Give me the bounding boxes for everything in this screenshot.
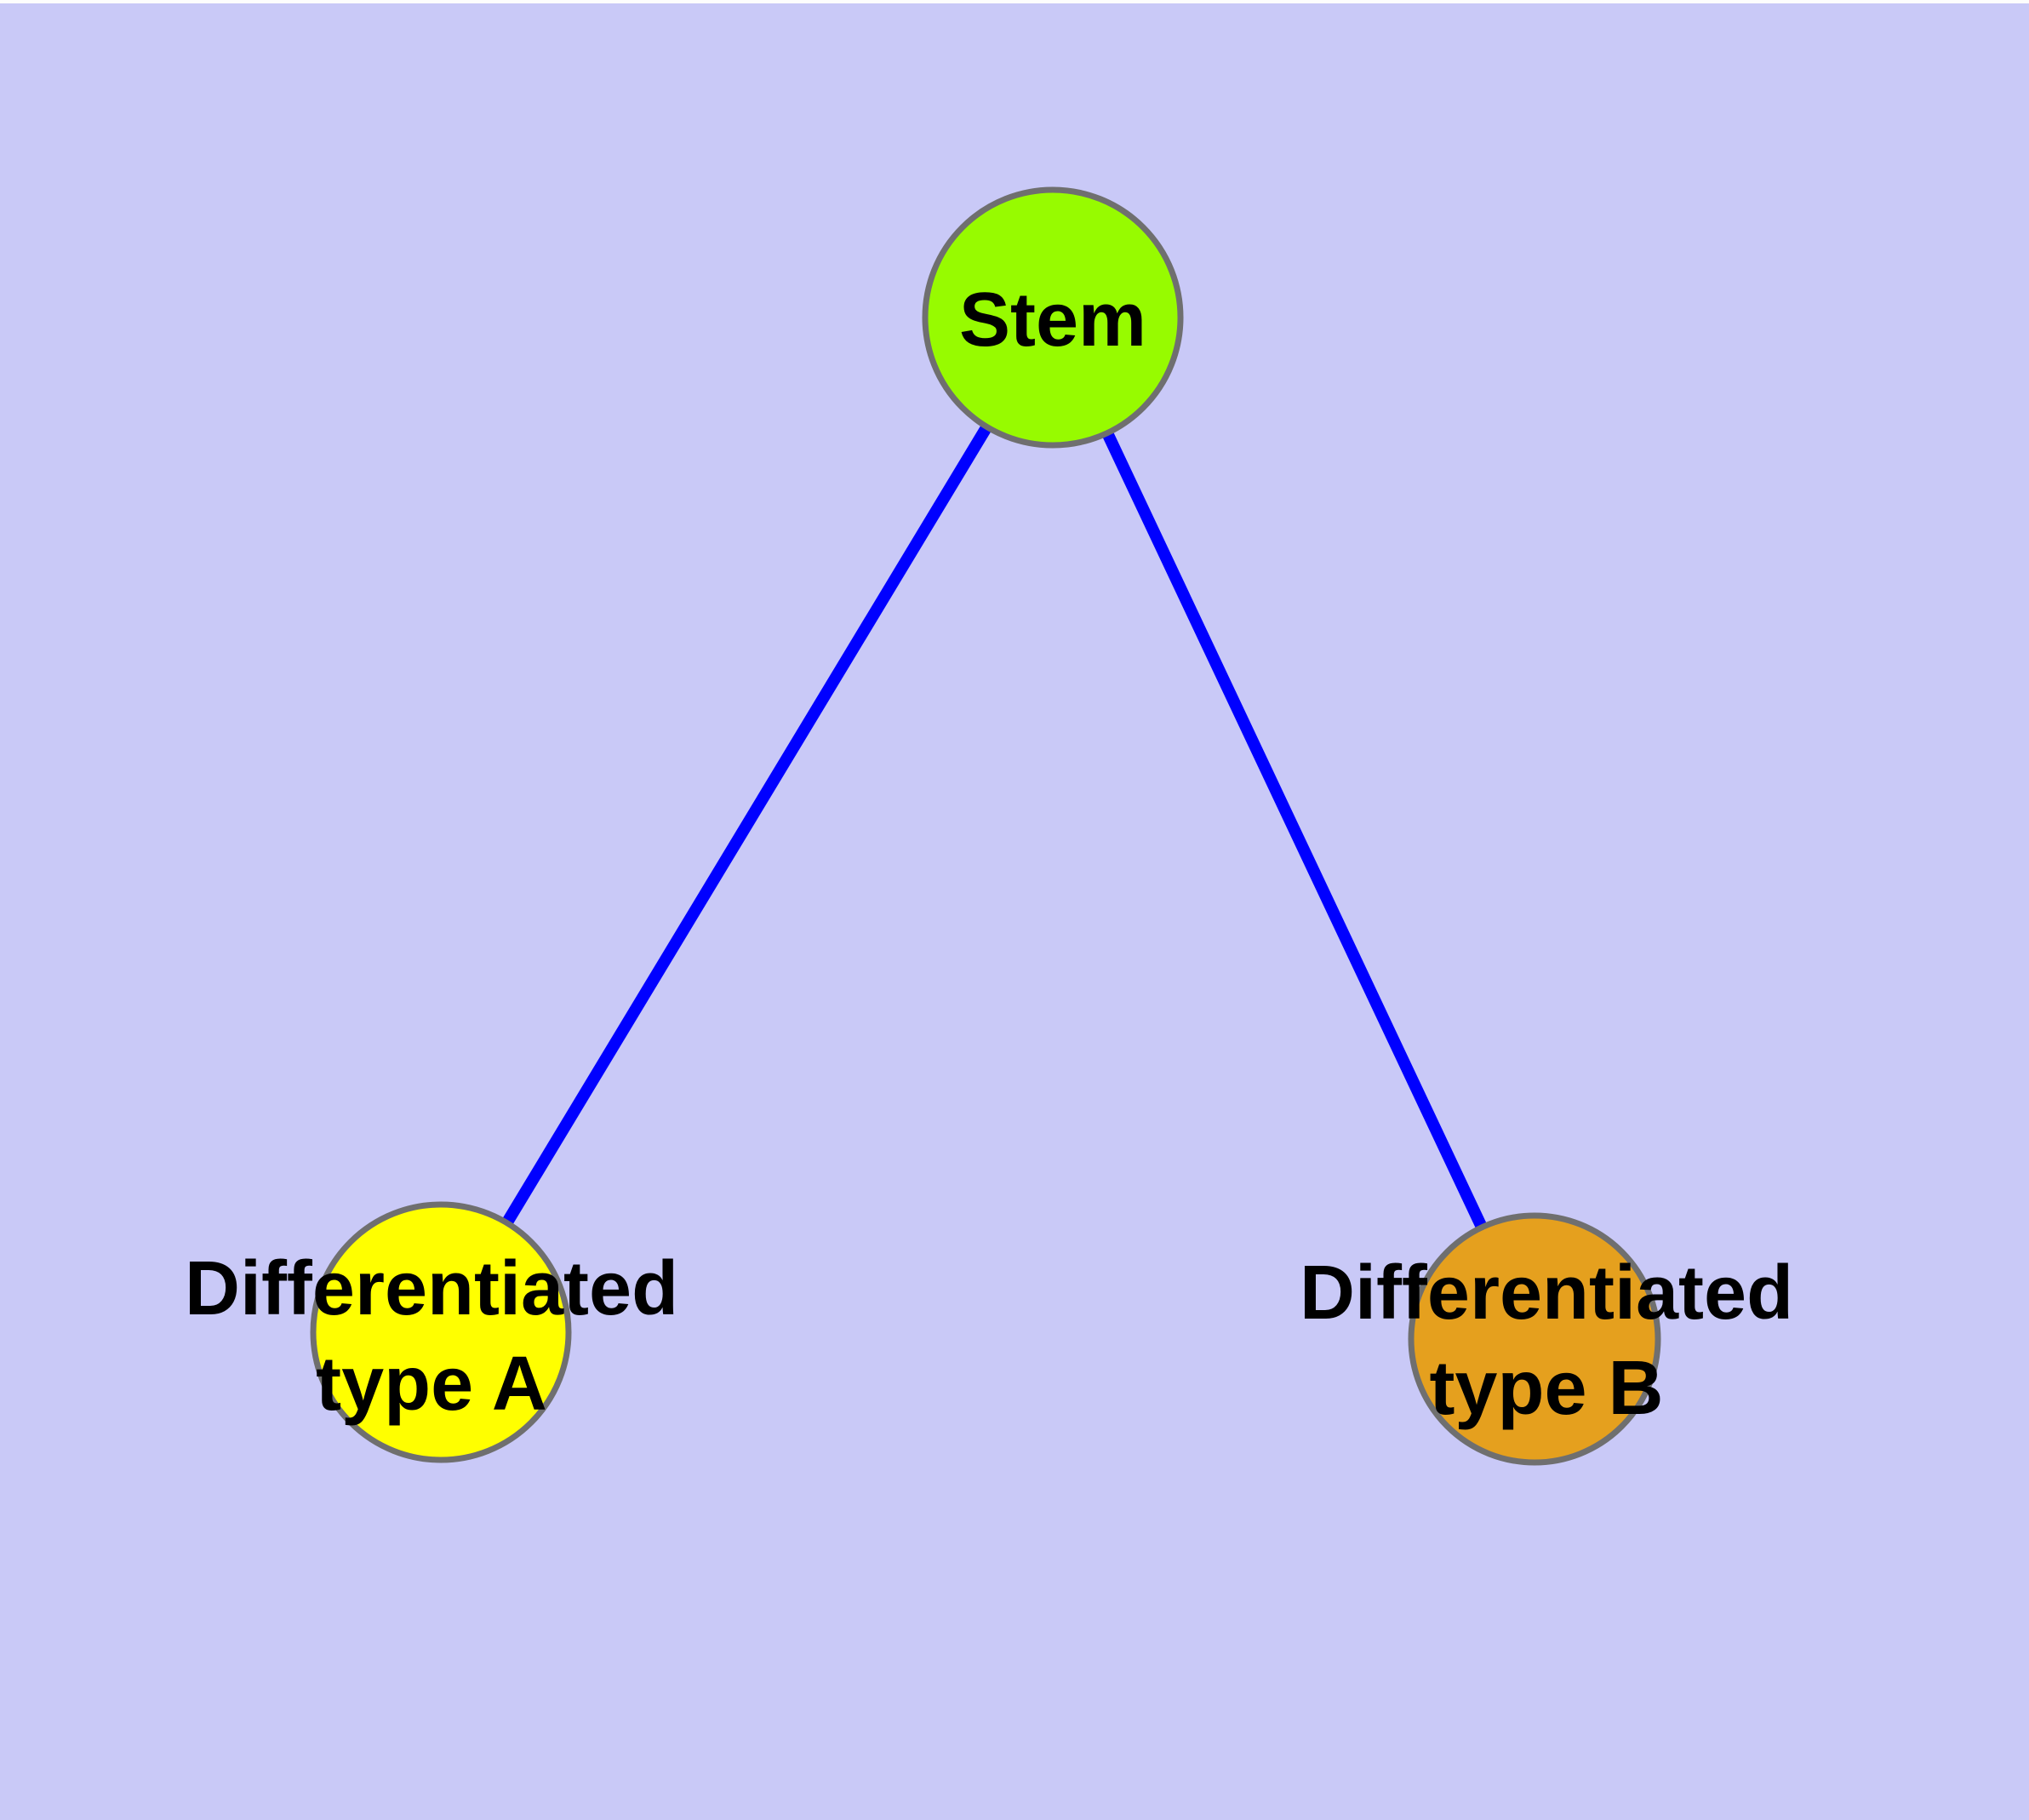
top-margin-strip: [0, 0, 2029, 3]
node-differentiated-type-a: [310, 1201, 572, 1463]
node-label-differentiated-type-a: Differentiated type A: [184, 1246, 679, 1427]
edge-stem-to-type-a: [436, 314, 1058, 1336]
edge-stem-to-type-b: [1047, 315, 1540, 1342]
node-label-stem: Stem: [958, 278, 1147, 363]
node-label-differentiated-type-b: Differentiated type B: [1299, 1251, 1794, 1431]
node-differentiated-type-b: [1408, 1212, 1661, 1466]
node-stem: [922, 186, 1184, 449]
